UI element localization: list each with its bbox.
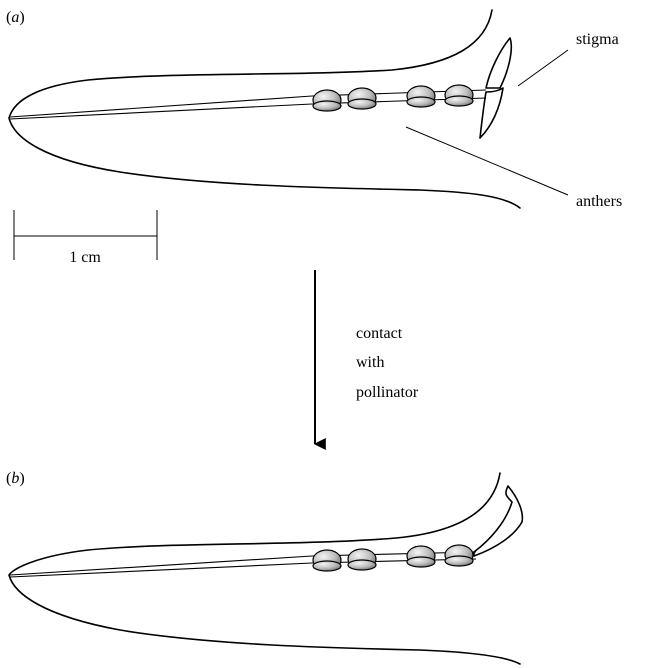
- panel-b-label: (b): [6, 470, 25, 487]
- stigma-label: stigma: [576, 31, 619, 48]
- stigma-lobe-upper-a: [486, 38, 511, 88]
- panel-a: (a) stigma anthers: [6, 9, 622, 210]
- transition-label-line1: contact: [356, 325, 403, 342]
- anther: [407, 557, 435, 567]
- panel-a-label: (a): [6, 9, 25, 26]
- anther: [445, 556, 473, 566]
- stigma-closed-b: [474, 486, 522, 556]
- transition-label-line3: pollinator: [356, 384, 419, 401]
- flower-outline-a: [9, 10, 520, 208]
- flower-outline-b: [9, 473, 520, 664]
- anthers-b: [313, 545, 473, 571]
- anther: [313, 101, 341, 111]
- anther: [348, 99, 376, 109]
- anthers-a: [313, 85, 473, 111]
- scale-bar: 1 cm: [14, 210, 157, 266]
- anther: [407, 97, 435, 107]
- anther: [445, 96, 473, 106]
- anthers-leader-line: [406, 127, 568, 195]
- stigma-leader-line: [518, 50, 568, 86]
- anther: [313, 561, 341, 571]
- anther: [348, 560, 376, 570]
- transition-label-line2: with: [356, 354, 384, 371]
- transition: contact with pollinator: [315, 270, 419, 444]
- anthers-label: anthers: [576, 193, 622, 210]
- panel-b: (b): [6, 470, 522, 664]
- scale-bar-label: 1 cm: [69, 249, 101, 266]
- stigma-lobe-lower-a: [480, 88, 503, 138]
